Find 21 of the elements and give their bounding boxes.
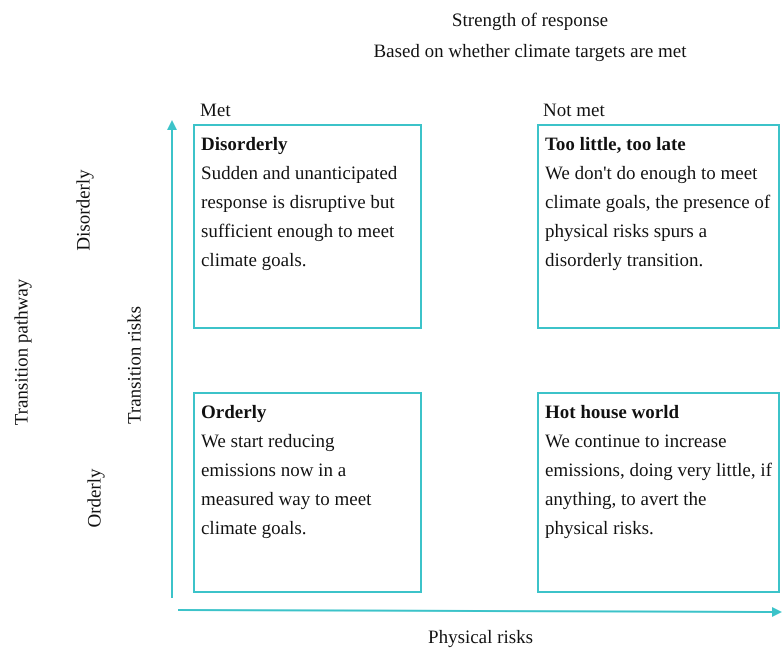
scenario-heading: Too little, too late [545,133,687,157]
axis-label: Physical risks [428,628,534,647]
scenario-box [193,392,422,593]
scenario-description: We start reducing emissions now in a measured way to meet climate goals. [201,430,372,541]
scenario-description: We don't do enough to meet climate goals, the presence of physical risks spurs a disorderly transition. [545,162,772,273]
axis-label: Transition pathway [12,278,32,426]
scenario-heading: Disorderly [201,133,289,157]
scenario-heading: Orderly [201,401,268,425]
scenario-heading: Hot house world [545,401,680,425]
scenario-box [537,124,780,329]
scenario-description: We continue to increase emissions, doing very little, if anything, to avert the physical risks. [545,430,772,541]
scenario-box [193,124,422,329]
scenario-box [537,392,780,593]
axis-label: Based on whether climate targets are met [372,42,688,61]
scenario-description: Sudden and unanticipated response is disruptive but sufficient enough to meet climate goals. [201,162,398,273]
title: Strength of response [450,10,610,32]
axis-label: Orderly [86,468,104,528]
axis-label: Disorderly [74,169,94,251]
axis-label: Transition risks [126,306,144,424]
axis-label: Met [200,101,231,120]
axis-label: Not met [543,101,605,120]
